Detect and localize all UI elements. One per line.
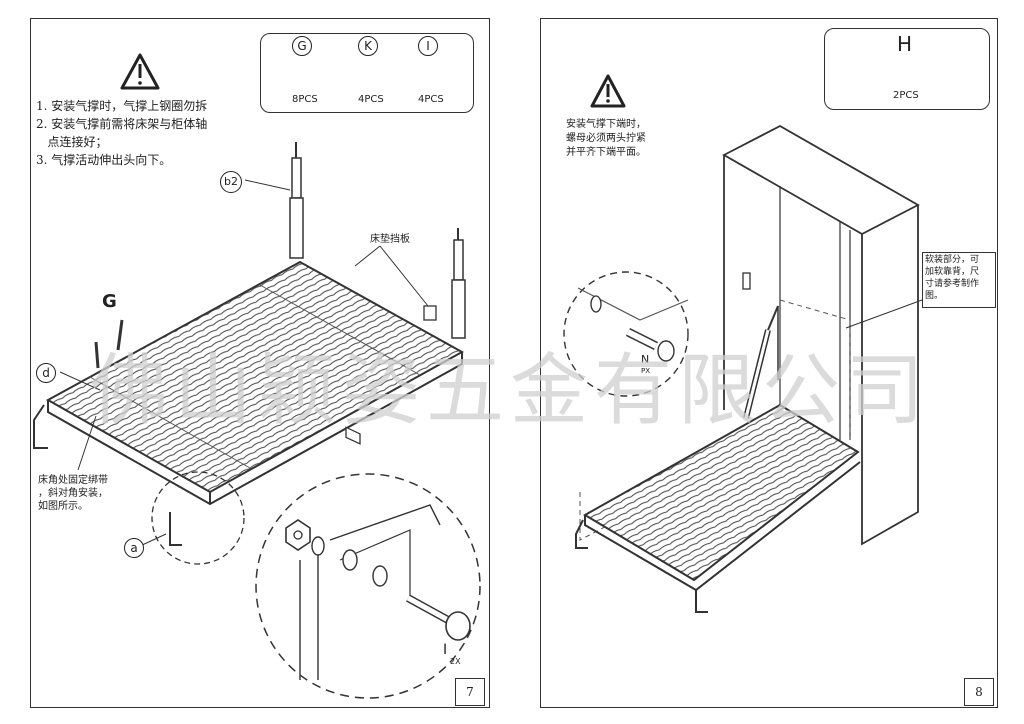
part-g-label: G xyxy=(292,36,312,56)
label-n: N xyxy=(641,353,650,366)
corner-note-line-2: ，斜对角安装， xyxy=(38,488,108,499)
bed-frame-drawing xyxy=(33,260,465,546)
detail-circle-nut xyxy=(563,271,689,397)
warning-line-2: 2. 安装气撑前需将床架与柜体轴 xyxy=(36,117,208,131)
page-number-7: 7 xyxy=(455,678,485,706)
part-h-label: H xyxy=(897,32,913,56)
warning-icon xyxy=(590,74,626,108)
warning-line-3: 并平齐下端平面。 xyxy=(566,147,646,158)
warning-line-1: 1. 安装气撑时，气撑上钢圈勿拆 xyxy=(36,99,208,113)
bed-frame-drawing xyxy=(575,403,861,613)
detail-circle-bolt xyxy=(255,473,481,699)
label-g: G xyxy=(102,291,117,312)
part-k-qty: 4PCS xyxy=(358,94,384,105)
label-n-sub: PX xyxy=(641,367,651,375)
watermark-text: 佛山颖姿五金有限公司 xyxy=(90,346,931,436)
corner-note-line-3: 如图所示。 xyxy=(38,501,88,512)
screw-g-drawing xyxy=(94,319,124,369)
part-i-qty: 4PCS xyxy=(418,94,444,105)
warning-line-2: 螺母必须两头拧紧 xyxy=(566,133,646,144)
soft-note-box xyxy=(922,252,996,308)
part-g-qty: 8PCS xyxy=(292,94,318,105)
bolt-i-label: I xyxy=(443,642,448,658)
detail-circle-corner xyxy=(151,471,245,565)
soft-note-line-4: 图。 xyxy=(925,291,944,301)
gas-strut-right xyxy=(451,228,466,339)
label-a: a xyxy=(124,538,144,558)
soft-note-line-3: 寸请参考制作 xyxy=(925,279,980,289)
soft-note-line-1: 软装部分，可 xyxy=(925,255,980,265)
label-b2: b2 xyxy=(220,171,242,193)
bolt-i-qty: 2X xyxy=(450,657,461,666)
cabinet-drawing xyxy=(722,124,920,546)
soft-note-line-2: 加软靠背，尺 xyxy=(925,267,980,277)
part-h-qty: 2PCS xyxy=(893,90,919,101)
warning-line-4: 3. 气撑活动伸出头向下。 xyxy=(36,153,172,167)
part-i-label: I xyxy=(418,36,438,56)
gas-strut-b2 xyxy=(289,142,304,259)
gas-strut xyxy=(743,305,779,419)
warning-line-3: 点连接好； xyxy=(36,135,108,149)
mattress-stop-label: 床垫挡板 xyxy=(370,234,410,245)
part-k-label: K xyxy=(358,36,378,56)
warning-line-1: 安装气撑下端时， xyxy=(566,119,646,130)
label-d: d xyxy=(36,363,56,383)
page-number-8: 8 xyxy=(964,678,994,706)
parts-box xyxy=(824,28,990,110)
mattress-stop-plate xyxy=(345,245,437,445)
warning-icon xyxy=(120,53,160,90)
corner-note-line-1: 床角处固定绑带 xyxy=(38,475,108,486)
